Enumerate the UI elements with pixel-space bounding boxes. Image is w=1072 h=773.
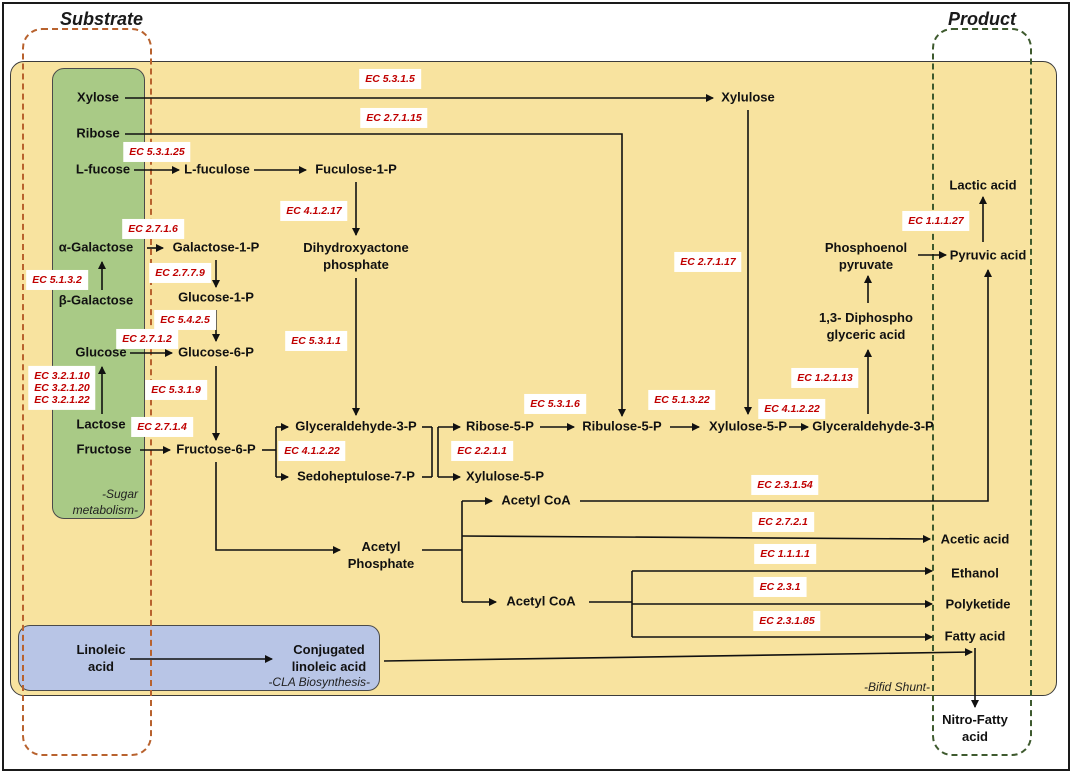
metabolite-acetic-acid: Acetic acid — [940, 531, 1010, 547]
metabolite-l-fuculose: L-fuculose — [184, 161, 250, 177]
enzyme-label-ec-4-1-2-17: EC 4.1.2.17 — [281, 201, 347, 221]
metabolite-dhap: Dihydroxyactone phosphate — [303, 240, 408, 274]
dhap-line1: Dihydroxyactone — [303, 240, 409, 256]
enzyme-label-ec-4-1-2-22-b: EC 4.1.2.22 — [759, 399, 825, 419]
pep-line2: pyruvate — [838, 257, 894, 272]
metabolite-acetyl-coa-2: Acetyl CoA — [506, 593, 576, 609]
metabolite-ribulose-5-p: Ribulose-5-P — [582, 418, 662, 434]
metabolite-phosphoenol-pyruvate: Phosphoenol pyruvate — [825, 240, 907, 274]
enzyme-label-ec-2-3-1-54: EC 2.3.1.54 — [752, 475, 818, 495]
metabolite-fatty-acid: Fatty acid — [944, 628, 1006, 644]
metabolite-xylulose-5-p-a: Xylulose-5-P — [465, 468, 545, 484]
metabolite-sedoheptulose-7-p: Sedoheptulose-7-P — [297, 468, 415, 484]
metabolite-acetyl-coa-1: Acetyl CoA — [501, 492, 571, 508]
cla-line2: linoleic acid — [291, 659, 367, 674]
enzyme-label-ec-5-3-1-6: EC 5.3.1.6 — [525, 394, 585, 414]
enzyme-label-ec-2-7-1-2: EC 2.7.1.2 — [117, 329, 177, 349]
metabolite-xylulose-5-p-b: Xylulose-5-P — [708, 418, 788, 434]
product-column — [932, 28, 1032, 756]
enzyme-label-ec-2-7-1-4: EC 2.7.1.4 — [132, 417, 192, 437]
metabolite-galactose-1-p: Galactose-1-P — [172, 239, 260, 255]
enzyme-label-ec-2-7-1-6: EC 2.7.1.6 — [123, 219, 183, 239]
enzyme-label-ec-2-3-1: EC 2.3.1 — [754, 577, 806, 597]
enzyme-label-ec-2-7-1-17: EC 2.7.1.17 — [675, 252, 741, 272]
enzyme-label-ec-4-1-2-22-a: EC 4.1.2.22 — [279, 441, 345, 461]
dpg-line1: 1,3- Diphospho — [819, 310, 913, 326]
substrate-header: Substrate — [60, 9, 144, 29]
metabolite-nitro-fatty-acid: Nitro-Fatty acid — [942, 712, 1008, 746]
enzyme-label-ec-5-3-1-1: EC 5.3.1.1 — [286, 331, 346, 351]
nitro-line1: Nitro-Fatty — [942, 712, 1008, 728]
sugar-metabolism-label: -Sugar metabolism- — [60, 487, 138, 518]
arrow-ribose-ribulose5p — [125, 133, 626, 417]
metabolite-lactose: Lactose — [76, 416, 126, 432]
cla-biosynthesis-region — [18, 625, 380, 691]
enzyme-label-ec-5-1-3-22: EC 5.1.3.22 — [649, 390, 715, 410]
enzyme-label-ec-1-1-1-27: EC 1.1.1.27 — [903, 211, 969, 231]
enzyme-label-ec-2-7-2-1: EC 2.7.2.1 — [753, 512, 813, 532]
linoleic-line1: Linoleic — [76, 642, 126, 658]
enzyme-label-ec-2-7-7-9: EC 2.7.7.9 — [150, 263, 210, 283]
arrow-cla-fattyacid — [383, 648, 973, 662]
metabolite-fructose: Fructose — [76, 441, 132, 457]
metabolite-ribose-5-p: Ribose-5-P — [466, 418, 534, 434]
metabolite-ribose: Ribose — [76, 125, 120, 141]
enzyme-label-ec-1-1-1-1: EC 1.1.1.1 — [755, 544, 815, 564]
metabolite-glucose: Glucose — [75, 344, 127, 360]
ec-3-2-1-10: EC 3.2.1.10 — [34, 369, 90, 382]
pep-line1: Phosphoenol — [824, 240, 908, 256]
metabolite-polyketide: Polyketide — [945, 596, 1011, 612]
metabolite-acetyl-phosphate: Acetyl Phosphate — [348, 539, 414, 573]
dhap-line2: phosphate — [323, 257, 389, 272]
metabolite-lactic-acid: Lactic acid — [949, 177, 1017, 193]
arrow-acetylcoa-pyruvate — [580, 269, 992, 502]
ec-3-2-1-22: EC 3.2.1.22 — [34, 394, 90, 407]
enzyme-label-ec-5-3-1-9: EC 5.3.1.9 — [146, 380, 206, 400]
sugar-line1: -Sugar — [101, 487, 138, 501]
ec-3-2-1-20: EC 3.2.1.20 — [34, 381, 90, 394]
bifid-shunt-label: -Bifid Shunt- — [863, 680, 930, 694]
acetyl-p-line2: Phosphate — [347, 556, 415, 571]
linoleic-line2: acid — [87, 659, 114, 674]
enzyme-label-ec-3-2-1-group: EC 3.2.1.10 EC 3.2.1.20 EC 3.2.1.22 — [29, 366, 95, 410]
metabolite-pyruvic-acid: Pyruvic acid — [949, 247, 1027, 263]
metabolite-glyceraldehyde-3-p-1: Glyceraldehyde-3-P — [295, 418, 417, 434]
metabolite-diphosphoglyceric-acid: 1,3- Diphospho glyceric acid — [819, 310, 913, 344]
cla-biosynthesis-label: -CLA Biosynthesis- — [268, 675, 370, 689]
metabolite-fructose-6-p: Fructose-6-P — [176, 441, 256, 457]
product-header: Product — [948, 9, 1017, 29]
arrow-fru6p-acetylp — [215, 462, 341, 554]
metabolite-ethanol: Ethanol — [951, 565, 999, 581]
acetyl-p-line1: Acetyl — [361, 539, 401, 555]
enzyme-label-ec-5-1-3-2: EC 5.1.3.2 — [27, 270, 87, 290]
metabolite-glyceraldehyde-3-p-2: Glyceraldehyde-3-P — [812, 418, 934, 434]
dpg-line2: glyceric acid — [826, 327, 906, 342]
enzyme-label-ec-5-3-1-25: EC 5.3.1.25 — [124, 142, 190, 162]
metabolite-fuculose-1-p: Fuculose-1-P — [315, 161, 397, 177]
enzyme-label-ec-2-3-1-85: EC 2.3.1.85 — [754, 611, 820, 631]
enzyme-label-ec-1-2-1-13: EC 1.2.1.13 — [792, 368, 858, 388]
cla-line1: Conjugated — [293, 642, 365, 658]
metabolite-xylose: Xylose — [77, 89, 119, 105]
sugar-line2: metabolism- — [72, 502, 138, 517]
enzyme-label-ec-2-7-1-15: EC 2.7.1.15 — [361, 108, 427, 128]
enzyme-label-ec-2-2-1-1: EC 2.2.1.1 — [452, 441, 512, 461]
metabolite-beta-galactose: β-Galactose — [58, 292, 134, 308]
metabolite-xylulose: Xylulose — [721, 89, 775, 105]
enzyme-label-ec-5-3-1-5: EC 5.3.1.5 — [360, 69, 420, 89]
enzyme-label-ec-5-4-2-5: EC 5.4.2.5 — [155, 310, 215, 330]
metabolite-linoleic-acid: Linoleic acid — [76, 642, 125, 676]
metabolite-glucose-6-p: Glucose-6-P — [178, 344, 254, 360]
arrow-acetylp-acetic — [461, 534, 931, 543]
nitro-line2: acid — [961, 729, 988, 744]
metabolite-glucose-1-p: Glucose-1-P — [178, 289, 254, 305]
metabolite-alpha-galactose: α-Galactose — [58, 239, 134, 255]
bifid-shunt-region — [10, 61, 1057, 696]
metabolite-l-fucose: L-fucose — [75, 161, 131, 177]
metabolite-conjugated-linoleic-acid: Conjugated linoleic acid — [292, 642, 366, 676]
